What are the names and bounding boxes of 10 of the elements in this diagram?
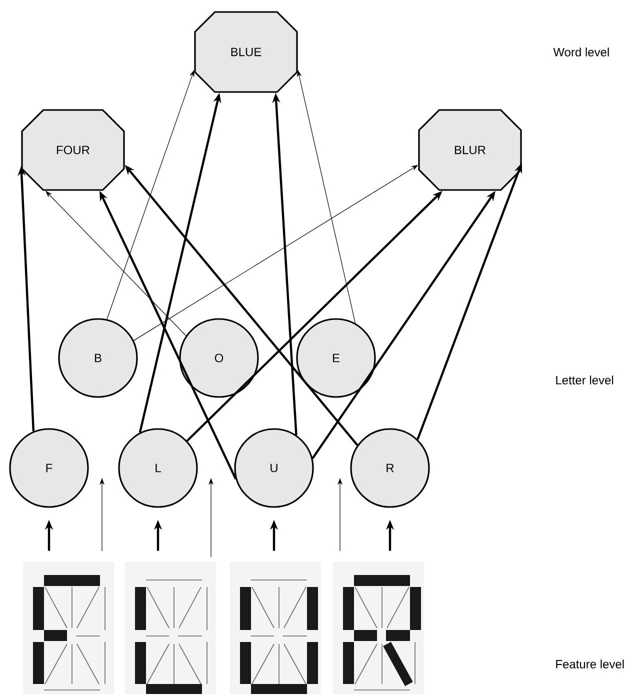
segment-display-drawing [333,562,424,694]
segment-display-drawing [125,562,216,694]
word-octagon: BLUE [194,11,298,93]
segment-display-drawing [230,562,321,694]
level-label: Word level [553,48,609,56]
word-octagon: FOUR [21,109,125,191]
word-octagon: BLUR [418,109,522,191]
segment-display-drawing [23,562,114,694]
level-label: Feature level [556,660,624,668]
level-label: Letter level [556,376,614,384]
